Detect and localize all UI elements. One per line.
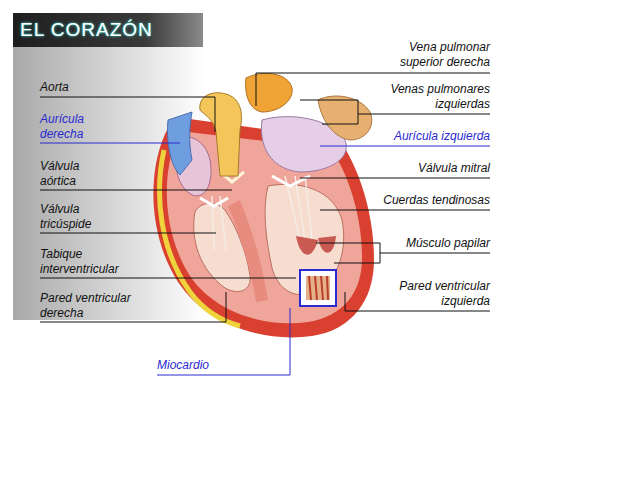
papillary-muscle (318, 236, 336, 253)
pulmonary-vein (246, 73, 293, 112)
part-label: Aorta (40, 80, 69, 95)
tricuspid-valve (200, 198, 228, 206)
part-label: Pared ventricular derecha (40, 291, 158, 321)
muscle-sample (306, 276, 330, 300)
heart (153, 73, 374, 337)
part-label: Tabique interventricular (40, 247, 158, 277)
part-label: Aurícula derecha (40, 112, 110, 142)
part-label: Pared ventricular izquierda (384, 279, 490, 309)
papillary-muscle (296, 236, 318, 255)
part-label: Vena pulmonar superior derecha (378, 40, 490, 70)
part-label: Músculo papilar (406, 236, 490, 251)
part-label: Válvula tricúspide (40, 202, 110, 232)
pulmonary-veins (318, 96, 372, 140)
title-banner (13, 13, 203, 47)
leader-lines (40, 73, 490, 375)
part-label: Cuerdas tendinosas (383, 193, 490, 208)
septum (228, 200, 268, 302)
aorta (200, 93, 242, 176)
muscle-stripes (309, 276, 328, 300)
part-label: Válvula aórtica (40, 159, 110, 189)
part-label: Aurícula izquierda (394, 129, 490, 144)
myocardium-inset (300, 270, 336, 306)
part-label: Válvula mitral (418, 161, 490, 176)
part-label: Venas pulmonares izquierdas (368, 82, 490, 112)
diagram-title: EL CORAZÓN (20, 18, 153, 42)
part-label: Miocardio (157, 358, 209, 373)
